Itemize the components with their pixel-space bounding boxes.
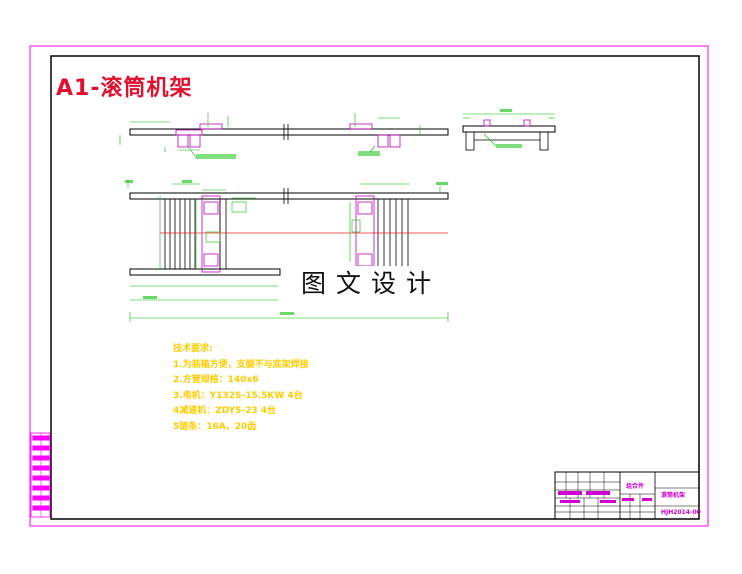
title-block-name: 滚筒机架 xyxy=(661,492,686,499)
notes-line: 4减速机：ZDY5-23 4台 xyxy=(173,406,277,416)
drawing-title: A1-滚筒机架 xyxy=(56,76,193,101)
outer-border xyxy=(29,45,709,527)
notes-heading: 技术要求: xyxy=(173,344,213,354)
notes-line: 3.电机：Y132S-15.5KW 4台 xyxy=(173,390,303,401)
plan-view xyxy=(125,180,449,322)
watermark: 图文设计 xyxy=(292,266,450,302)
binding-strip xyxy=(30,432,51,518)
notes-line: 1.为装箱方便，支腿不与底架焊接 xyxy=(173,359,309,370)
front-view xyxy=(119,113,449,159)
inner-frame xyxy=(50,55,700,520)
title-block-assembly-label: 组合件 xyxy=(626,483,645,490)
title-block-drawing-no: HJH2014-00 xyxy=(661,509,701,516)
title-block xyxy=(554,471,700,520)
notes-line: 5链条：16A，20齿 xyxy=(173,421,257,432)
side-view xyxy=(462,109,556,151)
technical-notes: 技术要求: 1.为装箱方便，支腿不与底架焊接 2.方管规格：140x6 3.电机… xyxy=(173,342,309,435)
notes-line: 2.方管规格：140x6 xyxy=(173,375,259,385)
